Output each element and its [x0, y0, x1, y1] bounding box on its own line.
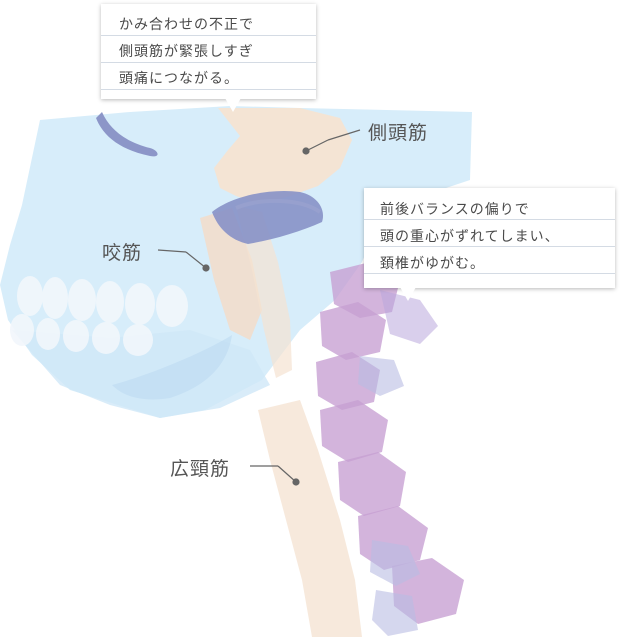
tooth — [63, 320, 89, 352]
callout-line: 頭痛につながる。 — [119, 71, 239, 87]
leader-platysma-dot — [292, 478, 300, 486]
temporalis-muscle — [214, 108, 352, 204]
callout-tail — [400, 287, 416, 301]
tooth — [10, 314, 34, 346]
callout-line: かみ合わせの不正で — [119, 17, 254, 33]
tooth — [125, 283, 155, 325]
brow-ridge — [96, 112, 158, 157]
masseter-muscle — [200, 208, 262, 340]
orbit-rim — [235, 199, 322, 214]
leader-masseter-dot — [202, 264, 210, 272]
vertebra-process — [358, 356, 404, 396]
callout-tail — [225, 98, 241, 112]
leader-platysma-diag — [277, 465, 297, 483]
label-platysma: 広頸筋 — [170, 458, 231, 480]
leader-temporalis — [327, 129, 361, 141]
leader-temporalis-dot — [302, 147, 310, 155]
leader-masseter-diag — [185, 251, 207, 269]
label-temporalis: 側頭筋 — [368, 122, 429, 144]
muscles — [200, 108, 362, 637]
masseter-muscle-deep — [236, 206, 292, 378]
tooth — [17, 276, 43, 316]
tooth — [123, 324, 153, 356]
vertebra-process — [380, 290, 438, 344]
callout-cervical: 前後バランスの偏りで 頭の重心がずれてしまい、 頚椎がゆがむ。 — [364, 188, 615, 301]
vertebra-c4 — [320, 400, 388, 462]
label-masseter: 咬筋 — [102, 242, 143, 264]
callout-line: 頭の重心がずれてしまい、 — [380, 229, 560, 245]
callout-line: 頚椎がゆがむ。 — [380, 256, 485, 272]
teeth — [10, 276, 188, 356]
tooth — [96, 281, 124, 323]
platysma-muscle — [258, 400, 362, 637]
vertebra-c5 — [338, 452, 406, 516]
tooth — [92, 322, 120, 354]
leader-lines — [157, 129, 361, 486]
jaw-shadow — [112, 335, 232, 400]
tooth — [68, 279, 96, 321]
leader-temporalis-diag — [305, 139, 329, 152]
cervical-vertebrae — [316, 262, 464, 636]
callout-line: 側頭筋が緊張しすぎ — [119, 44, 254, 60]
vertebra-process — [370, 540, 420, 586]
leader-masseter — [157, 249, 187, 253]
vertebra-c2 — [320, 302, 386, 360]
vertebra-process — [372, 590, 418, 636]
tooth — [156, 285, 188, 327]
callout-line: 前後バランスの偏りで — [380, 202, 530, 218]
tooth — [36, 318, 60, 350]
callout-headache: かみ合わせの不正で 側頭筋が緊張しすぎ 頭痛につながる。 — [101, 4, 316, 112]
tooth — [42, 277, 68, 319]
